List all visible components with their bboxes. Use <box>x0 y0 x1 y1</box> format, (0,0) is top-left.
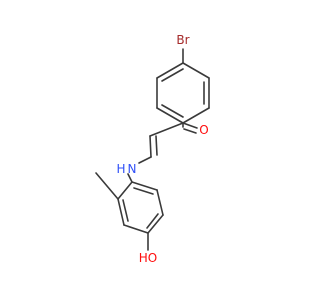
bromine-label: Br <box>176 33 189 47</box>
nitrogen-label: N <box>128 162 137 176</box>
hydroxyl-label: HO <box>139 251 157 265</box>
enone-chain <box>138 122 184 164</box>
oxygen-label: O <box>199 123 208 137</box>
molecule-drawing: Br O N H HO <box>95 33 210 265</box>
structure-canvas: Br O N H HO <box>95 33 210 265</box>
bromophenyl-ring <box>156 62 210 124</box>
hydroxy-methylphenyl-ring <box>117 181 164 234</box>
n-ring-bond <box>127 173 133 183</box>
carbonyl-group <box>182 122 198 134</box>
nh-hydrogen-label: H <box>116 162 125 176</box>
methyl-bond <box>95 172 119 200</box>
